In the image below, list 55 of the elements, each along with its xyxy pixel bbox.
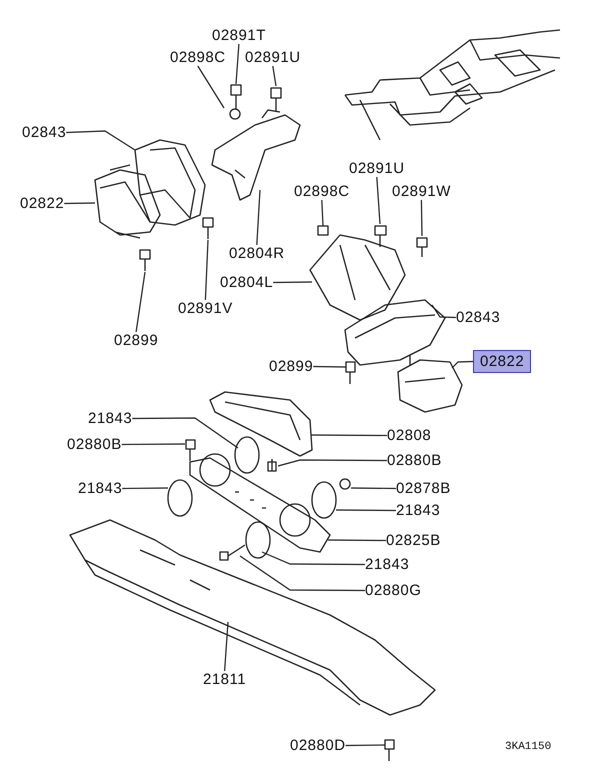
callout-number: 02880D <box>290 737 346 754</box>
callout-number: 02880B <box>67 436 122 453</box>
callout-number: 02898C <box>294 183 350 200</box>
callout-number: 02804L <box>220 274 274 291</box>
callout-number: 02878B <box>396 480 451 497</box>
leader-line <box>311 434 387 436</box>
callout-number: 02891U <box>245 49 301 66</box>
leader-line <box>122 443 185 446</box>
leader-line <box>273 281 312 284</box>
callout-number: 02899 <box>114 332 158 349</box>
leader-line <box>420 200 423 236</box>
leader-line <box>432 304 456 318</box>
figure-code: 3KA1150 <box>505 741 552 753</box>
callout-number: 02808 <box>387 427 432 444</box>
leader-line <box>376 176 381 224</box>
callout-number: 02891V <box>178 300 233 317</box>
callout-number: 21843 <box>78 480 122 497</box>
callout-number: 02804R <box>229 245 285 262</box>
leader-line <box>313 366 346 368</box>
callout-number: 02880G <box>365 582 422 599</box>
callout-number: 02891T <box>212 27 266 44</box>
leader-line <box>278 459 387 467</box>
leader-line <box>321 200 324 226</box>
leader-line <box>256 190 261 246</box>
callout-number: 21843 <box>365 556 410 573</box>
leader-line <box>346 744 385 746</box>
callout-number: 02899 <box>269 358 314 375</box>
leader-line <box>66 130 136 150</box>
callout-number: 02898C <box>170 49 226 66</box>
callout-number: 02880B <box>387 452 442 469</box>
leader-line <box>235 44 240 84</box>
callout-number: 02843 <box>456 309 500 326</box>
callout-number: 02891U <box>349 160 405 177</box>
leader-line <box>136 272 146 332</box>
leader-line <box>240 556 365 592</box>
callout-number: 02843 <box>22 124 66 141</box>
callout-number: 02822 <box>20 195 64 212</box>
leader-line <box>272 66 277 86</box>
highlighted-part-number: 02822 <box>473 350 532 373</box>
leader-line <box>328 539 386 542</box>
leader-line <box>351 487 396 490</box>
callout-number: 21843 <box>88 410 132 427</box>
leader-line <box>224 622 229 672</box>
leader-line <box>262 551 365 566</box>
leader-line <box>122 487 168 490</box>
callout-number: 02825B <box>386 532 441 549</box>
leader-line <box>197 66 224 108</box>
leader-line <box>452 360 474 368</box>
leader-line <box>204 240 209 300</box>
callout-number: 21843 <box>396 502 440 519</box>
leader-line <box>132 417 238 448</box>
leader-line <box>336 509 396 512</box>
leader-line <box>64 202 96 204</box>
callout-number: 21811 <box>203 671 246 688</box>
callout-number: 02891W <box>392 183 451 200</box>
